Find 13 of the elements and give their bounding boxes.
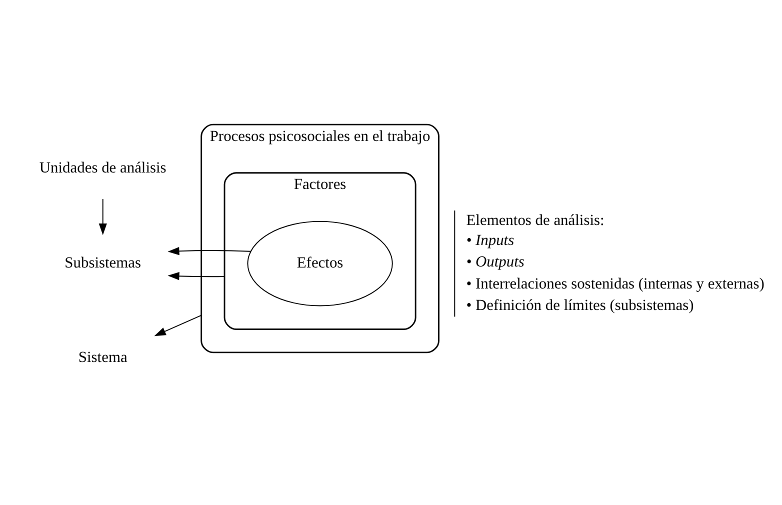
arrow <box>98 198 107 236</box>
arrow <box>168 247 252 256</box>
node-text: Unidades de análisis <box>39 160 166 177</box>
arrow <box>154 314 202 336</box>
node-text: Subsistemas <box>64 254 142 272</box>
node-text: Sistema <box>78 348 128 366</box>
label: • Interrelaciones sostenidas (internas y externas) <box>466 276 764 293</box>
label: • Definición de límites (subsistemas) <box>466 296 694 314</box>
label: • Outputs <box>466 253 524 270</box>
arrow <box>168 272 225 280</box>
label: • Inputs <box>466 232 514 250</box>
label: Elementos de análisis: <box>466 212 604 229</box>
node-ellipse: Efectos <box>247 220 393 306</box>
